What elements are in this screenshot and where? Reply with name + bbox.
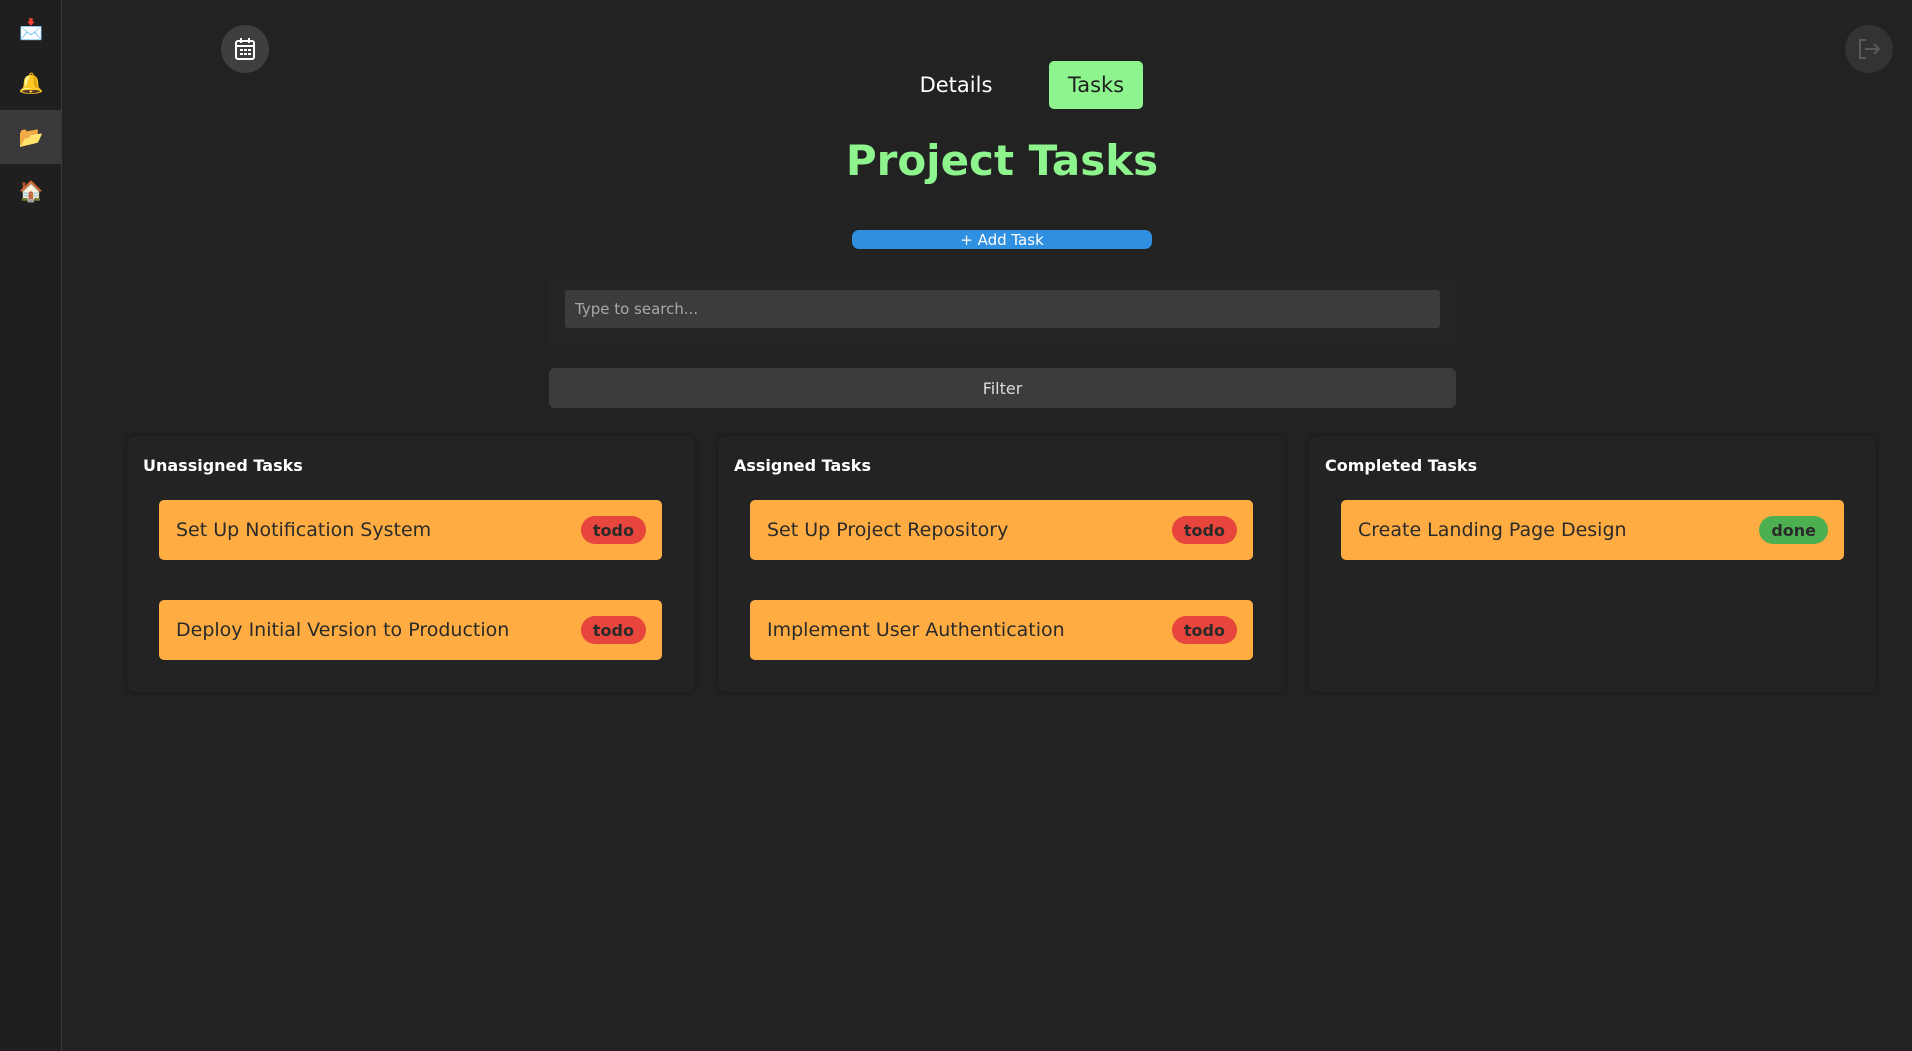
task-card[interactable]: Deploy Initial Version to Production tod…	[159, 600, 662, 660]
task-title: Create Landing Page Design	[1358, 519, 1627, 541]
column-assigned: Assigned Tasks Set Up Project Repository…	[718, 436, 1285, 692]
status-badge: todo	[580, 516, 646, 544]
status-badge: todo	[1171, 616, 1237, 644]
page-title: Project Tasks	[845, 136, 1159, 185]
column-unassigned: Unassigned Tasks Set Up Notification Sys…	[127, 436, 694, 692]
status-badge: todo	[1171, 516, 1237, 544]
column-title: Completed Tasks	[1325, 456, 1478, 475]
status-badge: todo	[580, 616, 646, 644]
column-title: Assigned Tasks	[734, 456, 871, 475]
logout-button[interactable]	[1845, 25, 1893, 73]
logout-icon	[1859, 39, 1881, 59]
task-title: Implement User Authentication	[767, 619, 1065, 641]
inbox-icon: 📩	[18, 17, 44, 41]
status-badge: done	[1759, 516, 1828, 544]
task-card[interactable]: Implement User Authentication todo	[750, 600, 1253, 660]
search-input[interactable]	[565, 290, 1440, 328]
home-icon: 🏠	[18, 179, 44, 203]
task-title: Deploy Initial Version to Production	[176, 619, 510, 641]
task-card[interactable]: Create Landing Page Design done	[1341, 500, 1844, 560]
task-title: Set Up Notification System	[176, 519, 432, 541]
search-container	[549, 280, 1456, 344]
task-card[interactable]: Set Up Project Repository todo	[750, 500, 1253, 560]
add-task-button[interactable]: + Add Task	[852, 230, 1152, 249]
filter-button[interactable]: Filter	[549, 368, 1456, 408]
task-title: Set Up Project Repository	[767, 519, 1009, 541]
sidebar-item-inbox[interactable]: 📩	[0, 2, 62, 56]
sidebar-item-notifications[interactable]: 🔔	[0, 56, 62, 110]
calendar-button[interactable]	[221, 25, 269, 73]
calendar-icon	[235, 38, 255, 60]
sidebar: 📩 🔔 📂 🏠	[0, 0, 62, 1051]
folder-icon: 📂	[18, 125, 44, 149]
task-card[interactable]: Set Up Notification System todo	[159, 500, 662, 560]
column-title: Unassigned Tasks	[143, 456, 303, 475]
column-completed: Completed Tasks Create Landing Page Desi…	[1309, 436, 1876, 692]
bell-icon: 🔔	[18, 71, 44, 95]
tab-tasks[interactable]: Tasks	[1049, 61, 1143, 109]
sidebar-item-home[interactable]: 🏠	[0, 164, 62, 218]
sidebar-item-projects[interactable]: 📂	[0, 110, 62, 164]
tab-details[interactable]: Details	[919, 73, 993, 97]
